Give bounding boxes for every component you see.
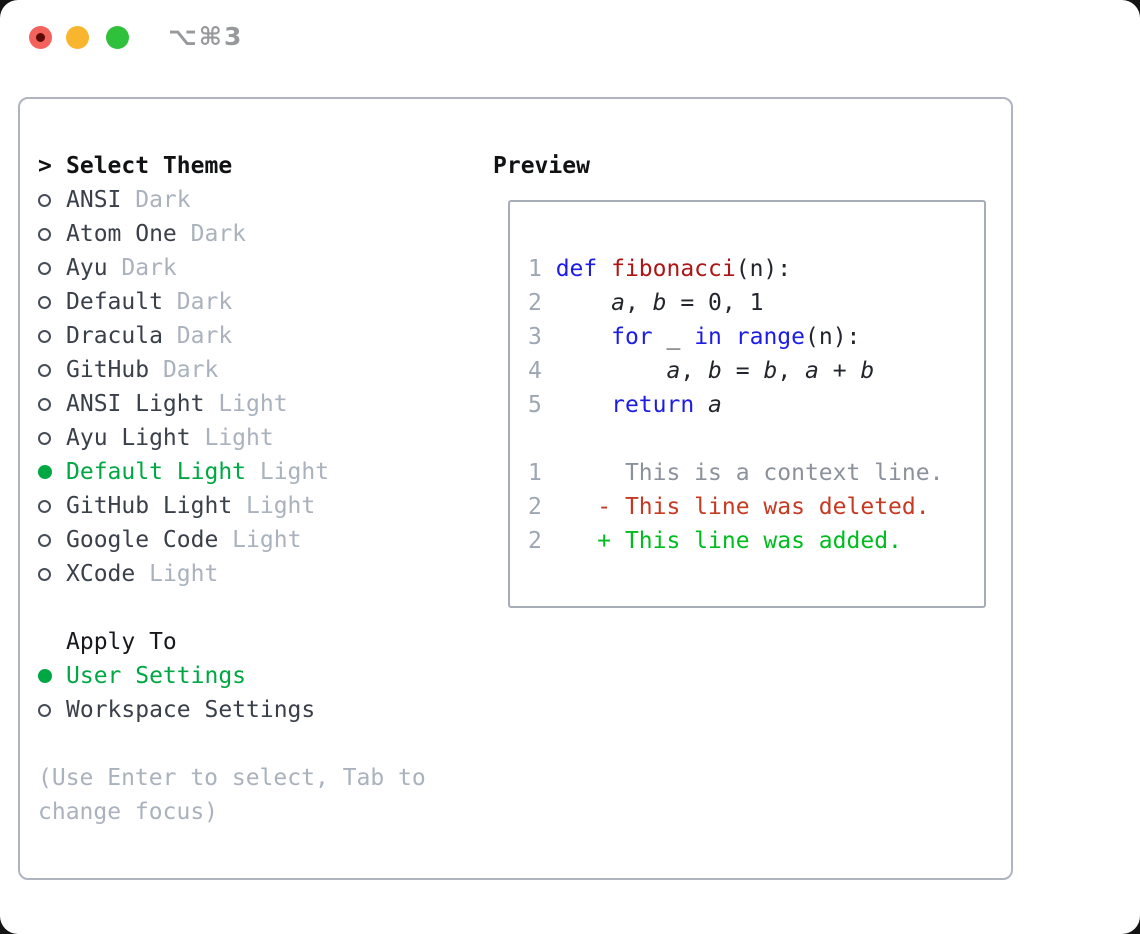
theme-list-title: Select Theme [66, 153, 233, 179]
apply-option-label: Workspace Settings [66, 697, 316, 723]
window-title: ⌥⌘3 [168, 22, 244, 51]
theme-option-dracula[interactable]: Dracula Dark [38, 319, 329, 353]
theme-name: Default Light [66, 459, 247, 485]
radio-icon [38, 329, 66, 343]
theme-name: ANSI [66, 187, 122, 213]
preview-panel: 1 def fibonacci(n): 2 a, b = 0, 1 3 for _ … [508, 200, 986, 608]
theme-option-ansi[interactable]: ANSI Dark [38, 183, 329, 217]
line-number: 4 [528, 358, 556, 384]
radio-icon [38, 703, 66, 717]
line-number: 1 [528, 460, 598, 486]
code-line: 5 return a [528, 392, 722, 418]
theme-option-ayu[interactable]: Ayu Dark [38, 251, 329, 285]
diff-text: This is a context line. [597, 460, 944, 486]
theme-name: Ayu Light [66, 425, 191, 451]
diff-text: - This line was deleted. [597, 494, 930, 520]
theme-name: GitHub Light [66, 493, 233, 519]
radio-icon [38, 533, 66, 547]
line-number: 2 [528, 528, 598, 554]
minimize-button[interactable] [66, 26, 89, 49]
radio-selected-icon [38, 465, 66, 479]
theme-option-default-light[interactable]: Default Light Light [38, 455, 329, 489]
theme-option-xcode[interactable]: XCode Light [38, 557, 329, 591]
close-dot-icon [36, 33, 45, 42]
diff-text: + This line was added. [597, 528, 902, 554]
line-number: 2 [528, 494, 598, 520]
diff-line-context: 1 This is a context line. [528, 456, 974, 490]
theme-variant-tag: Light [190, 425, 274, 451]
theme-name: Dracula [66, 323, 163, 349]
theme-name: ANSI Light [66, 391, 205, 417]
code-line: 3 for _ in range(n): [528, 324, 861, 350]
theme-variant-tag: Dark [162, 323, 233, 349]
radio-icon [38, 397, 66, 411]
theme-option-google-code[interactable]: Google Code Light [38, 523, 329, 557]
radio-icon [38, 499, 66, 513]
theme-variant-tag: Dark [162, 289, 233, 315]
diff-line-added: 2 + This line was added. [528, 524, 974, 558]
apply-option-workspace-settings[interactable]: Workspace Settings [38, 693, 315, 727]
theme-variant-tag: Light [246, 459, 330, 485]
line-number: 2 [528, 290, 556, 316]
theme-variant-tag: Dark [121, 187, 191, 213]
theme-name: XCode [66, 561, 136, 587]
diff-line-deleted: 2 - This line was deleted. [528, 490, 974, 524]
theme-option-ansi-light[interactable]: ANSI Light Light [38, 387, 329, 421]
radio-icon [38, 431, 66, 445]
theme-variant-tag: Dark [107, 255, 177, 281]
line-number: 1 [528, 256, 556, 282]
theme-option-ayu-light[interactable]: Ayu Light Light [38, 421, 329, 455]
code-line: 2 a, b = 0, 1 [528, 290, 764, 316]
radio-icon [38, 261, 66, 275]
line-number: 5 [528, 392, 556, 418]
code-block: 1 def fibonacci(n): 2 a, b = 0, 1 3 for _ … [528, 252, 974, 422]
apply-option-user-settings[interactable]: User Settings [38, 659, 315, 693]
titlebar: ⌥⌘3 [0, 0, 1140, 70]
radio-icon [38, 567, 66, 581]
diff-block: 1 This is a context line.2 - This line w… [528, 456, 974, 558]
theme-name: Atom One [66, 221, 177, 247]
theme-variant-tag: Light [232, 493, 316, 519]
theme-option-github[interactable]: GitHub Dark [38, 353, 329, 387]
theme-list-header-row: > Select Theme [38, 149, 329, 183]
radio-icon [38, 227, 66, 241]
theme-variant-tag: Light [218, 527, 302, 553]
help-text: (Use Enter to select, Tab to change focu… [38, 765, 426, 825]
theme-option-default[interactable]: Default Dark [38, 285, 329, 319]
preview-title: Preview [493, 153, 590, 179]
theme-name: Default [66, 289, 163, 315]
theme-variant-tag: Dark [149, 357, 219, 383]
code-line: 4 a, b = b, a + b [528, 358, 875, 384]
line-number: 3 [528, 324, 556, 350]
theme-option-github-light[interactable]: GitHub Light Light [38, 489, 329, 523]
close-button[interactable] [29, 26, 52, 49]
radio-selected-icon [38, 669, 66, 683]
theme-variant-tag: Dark [176, 221, 247, 247]
radio-icon [38, 193, 66, 207]
theme-variant-tag: Light [135, 561, 219, 587]
code-line: 1 def fibonacci(n): [528, 256, 792, 282]
apply-option-label: User Settings [66, 663, 247, 689]
theme-name: Ayu [66, 255, 108, 281]
selection-pointer-icon: > [38, 153, 52, 179]
zoom-button[interactable] [106, 26, 129, 49]
radio-icon [38, 363, 66, 377]
blank-line [528, 422, 974, 456]
theme-name: Google Code [66, 527, 219, 553]
apply-to-title: Apply To [66, 629, 177, 655]
theme-name: GitHub [66, 357, 150, 383]
apply-to-header-row: Apply To [38, 625, 315, 659]
theme-variant-tag: Light [204, 391, 288, 417]
theme-option-atom-one[interactable]: Atom One Dark [38, 217, 329, 251]
radio-icon [38, 295, 66, 309]
